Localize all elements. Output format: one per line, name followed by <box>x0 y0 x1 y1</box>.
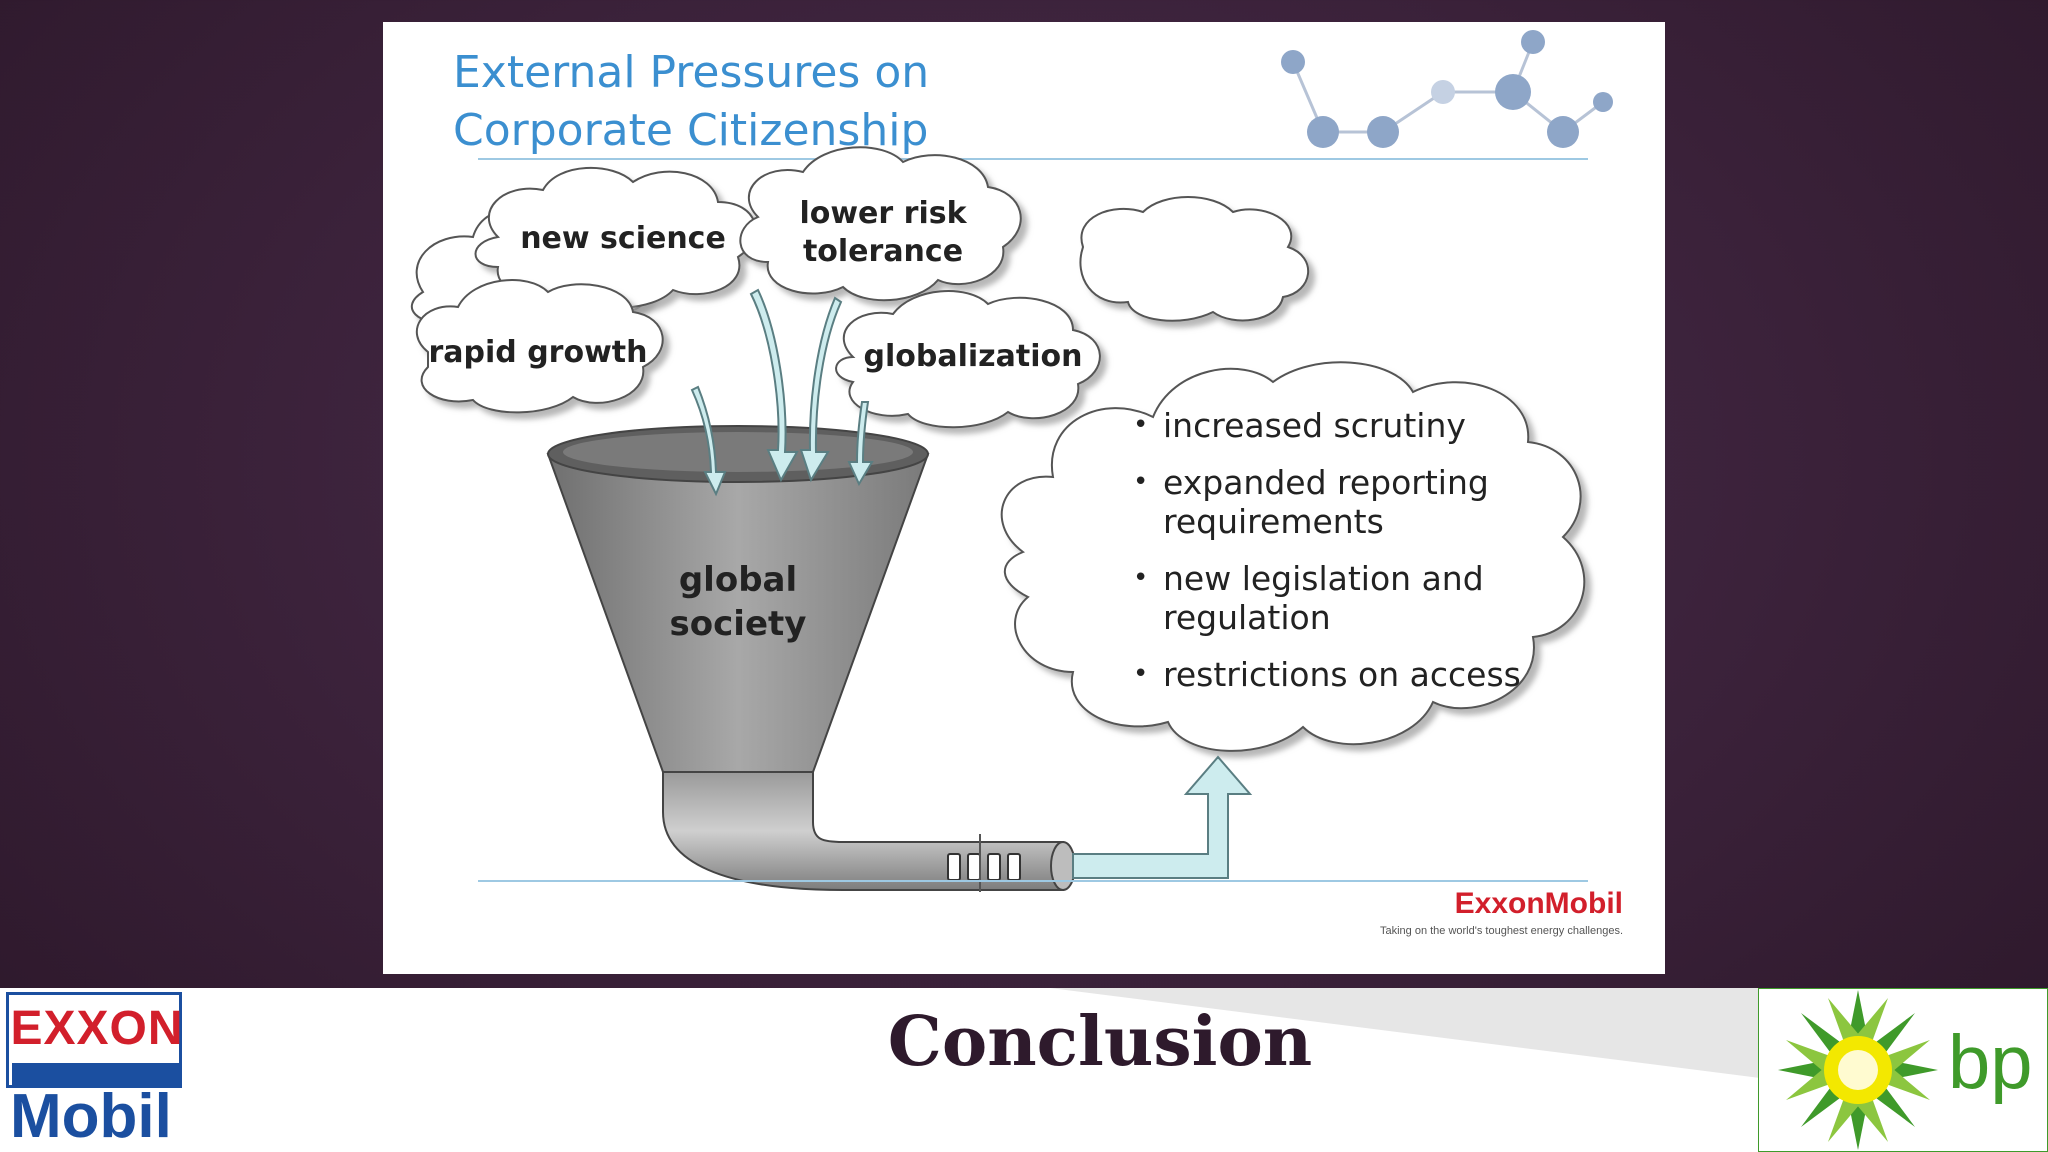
cloud-lower-risk-tolerance <box>739 146 1022 302</box>
outcome-item: expanded reporting requirements <box>1133 463 1563 541</box>
slide-title-line1: External Pressures on <box>453 47 930 98</box>
exxonmobil-logo: EXXON Mobil <box>6 992 186 1150</box>
presentation-slide: External Pressures on Corporate Citizens… <box>383 22 1665 974</box>
footer-swoosh <box>1050 988 1760 1078</box>
bottom-divider <box>478 880 1588 882</box>
exxonmobil-slide-logo: ExxonMobil <box>1454 887 1623 920</box>
cloud-rapid-growth <box>415 279 664 414</box>
bp-helios-icon <box>1758 988 2048 1152</box>
top-divider <box>478 158 1588 160</box>
pressures-diagram <box>410 146 1586 892</box>
bp-logo: bp <box>1758 988 2048 1152</box>
slide-title: External Pressures on Corporate Citizens… <box>453 44 929 160</box>
cloud-label-rapid-growth: rapid growth <box>428 335 648 370</box>
cloud-back-right <box>1079 196 1309 322</box>
output-arrow <box>1072 755 1253 879</box>
funnel-label-line1: global <box>678 560 798 600</box>
exxon-logo-box: EXXON <box>6 992 184 1088</box>
funnel-label: global society <box>628 558 848 646</box>
cloud-label-new-science: new science <box>520 221 726 256</box>
input-arrows <box>690 288 874 497</box>
molecule-decoration <box>1281 30 1613 148</box>
mobil-logo-text: Mobil <box>10 1082 172 1151</box>
conclusion-title: Conclusion <box>887 1002 1313 1082</box>
cloud-label-lower-risk: lower risk tolerance <box>773 195 993 271</box>
outcomes-list: increased scrutiny expanded reporting re… <box>1133 406 1563 712</box>
footer-bar <box>0 988 2048 1152</box>
outcome-item: new legislation and regulation <box>1133 559 1563 637</box>
bp-logo-text: bp <box>1948 1020 2033 1105</box>
cloud-label-lower-risk-line2: tolerance <box>802 234 964 269</box>
outcome-item: restrictions on access <box>1133 655 1563 694</box>
funnel <box>546 425 1076 892</box>
exxon-logo-bar <box>12 1063 182 1085</box>
cloud-label-lower-risk-line1: lower risk <box>799 196 967 231</box>
exxon-logo-text: EXXON <box>10 1002 184 1055</box>
exxonmobil-tagline: Taking on the world's toughest energy ch… <box>1379 925 1623 937</box>
outcome-item: increased scrutiny <box>1133 406 1563 445</box>
funnel-label-line2: society <box>669 604 807 644</box>
cloud-label-globalization: globalization <box>863 339 1083 374</box>
cloud-globalization <box>835 290 1101 429</box>
